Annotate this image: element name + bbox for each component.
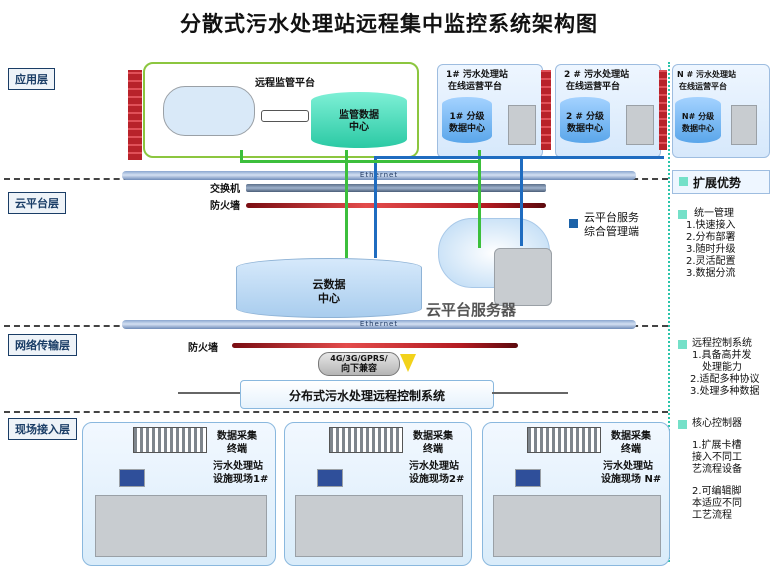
service-label-2: 综合管理端 [584,225,639,238]
green-arrow-1 [240,150,243,162]
field-site-n: 数据采集 终端 污水处理站 设施现场 N# [482,422,670,566]
station-2-data-center: 2 # 分级 数据中心 [560,97,610,143]
station-panel-1: 1# 污水处理站 在线运营平台 1# 分级 数据中心 [437,64,543,158]
switch-label: 交换机 [210,184,240,195]
layer-divider-network [4,411,668,413]
station-n-server-icon [731,105,757,145]
control-system-box: 分布式污水处理远程控制系统 [240,380,494,409]
station-2-server-icon [626,105,654,145]
ethernet-bus-top: Ethernet [122,171,636,180]
layer-label-cloud: 云平台层 [8,192,66,214]
green-arrow-3 [478,150,481,248]
collector-rack-2 [329,427,403,453]
legend-swatch [569,213,578,232]
firewall-wall-left [128,70,142,160]
cloud-firewall-label: 防火墙 [210,201,240,212]
link-line-left [178,392,240,394]
monitor-data-center: 监管数据 中心 [311,92,407,148]
advantages-header: 扩展优势 [672,170,770,194]
station-panel-n: N # 污水处理站 在线运营平台 N# 分级 数据中心 [672,64,770,158]
remote-platform-panel: 远程监管平台 监管数据 中心 [143,62,419,158]
layer-label-network: 网络传输层 [8,334,77,356]
station-1-server-icon [508,105,536,145]
network-firewall-label: 防火墙 [188,343,218,354]
remote-bullet [678,340,687,349]
cloud-server-label: 云平台服务器 [426,301,517,319]
collector-rack-n [527,427,601,453]
unified-section: 统一管理 1.快速接入 2.分布部署 3.随时升级 2.灵活配置 3.数据分流 [674,208,768,280]
page-title: 分散式污水处理站远程集中监控系统架构图 [180,12,598,36]
firewall-wall-station-1 [541,70,551,150]
layer-label-field: 现场接入层 [8,418,77,440]
cloud-firewall-band [246,203,546,208]
station-1-data-center: 1# 分级 数据中心 [442,97,492,143]
solar-panel-1 [119,469,145,487]
remote-platform-label: 远程监管平台 [255,78,315,89]
wireless-compat-badge: 4G/3G/GPRS/ 向下兼容 [318,352,400,376]
remote-control-section: 远程控制系统 1.具备高并发 处理能力 2.适配多种协议 3.处理多种数据 [674,338,768,398]
solar-panel-2 [317,469,343,487]
layer-label-app: 应用层 [8,68,55,90]
treatment-facility-1 [95,495,267,557]
network-firewall-band [232,343,518,348]
right-column-divider [668,62,670,562]
cloud-server-icon [163,86,255,136]
treatment-facility-n [493,495,661,557]
treatment-facility-2 [295,495,463,557]
switch-device [246,184,546,192]
station-panel-2: 2 # 污水处理站 在线运营平台 2 # 分级 数据中心 [555,64,661,158]
field-site-1: 数据采集 终端 污水处理站 设施现场1# [82,422,276,566]
green-bus-line [240,160,480,163]
station-n-data-center: N# 分级 数据中心 [675,97,721,143]
blue-arrow-2 [520,158,523,246]
link-line-right [492,392,568,394]
solar-panel-n [515,469,541,487]
core-controller-section: 核心控制器 1.扩展卡槽 接入不同工 艺流程设备 2.可编辑脚 本适应不同 工艺… [674,418,768,522]
cloud-data-center: 云数据 中心 [236,258,422,318]
cloud-server-stack [494,248,552,306]
firewall-wall-station-2 [659,70,667,150]
service-label-1: 云平台服务 [584,211,639,224]
collector-rack-1 [133,427,207,453]
green-arrow-2 [345,150,348,258]
lightning-icon [400,354,416,372]
unified-bullet [678,210,687,219]
core-bullet [678,420,687,429]
blue-arrow-1 [374,158,377,258]
field-site-2: 数据采集 终端 污水处理站 设施现场2# [284,422,472,566]
advantages-bullet [679,177,688,186]
ethernet-bus-bottom: Ethernet [122,320,636,329]
bidirectional-arrow-icon [261,110,309,122]
blue-bus-line [374,156,664,159]
